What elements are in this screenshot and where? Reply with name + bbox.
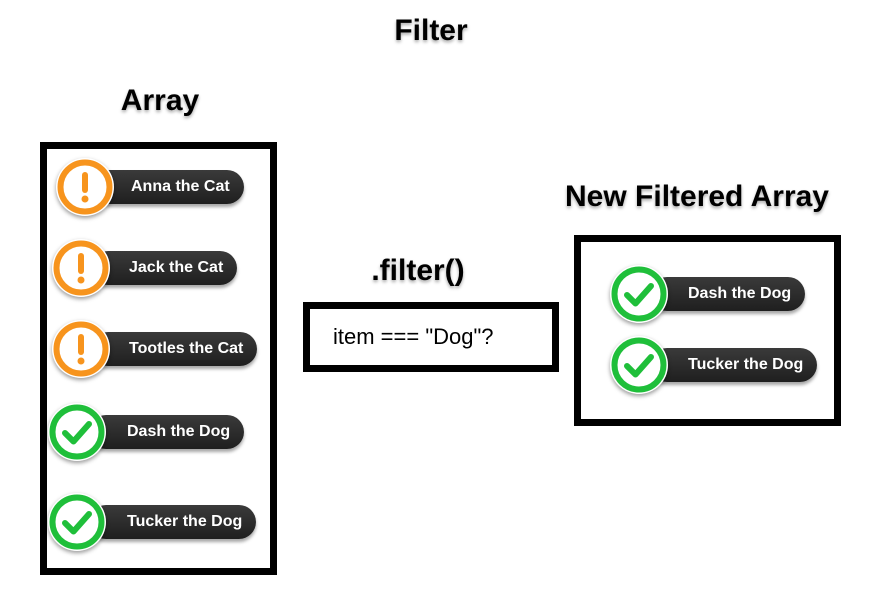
- checkmark-icon: [48, 403, 106, 461]
- checkmark-icon: [610, 336, 668, 394]
- exclamation-icon: [52, 320, 110, 378]
- item-label: Dash the Dog: [89, 415, 245, 449]
- page-title: Filter: [394, 14, 468, 47]
- filter-condition: item === "Dog"?: [333, 324, 494, 349]
- exclamation-icon: [56, 158, 114, 216]
- item-label: Tucker the Dog: [89, 505, 257, 539]
- item-label: Tucker the Dog: [650, 348, 818, 382]
- filter-condition-box: [303, 302, 559, 372]
- checkmark-icon: [610, 265, 668, 323]
- item-label: Anna the Cat: [93, 170, 244, 204]
- array-heading: Array: [120, 84, 200, 117]
- result-heading: New Filtered Array: [565, 180, 829, 213]
- checkmark-icon: [48, 493, 106, 551]
- result-box: [574, 235, 841, 426]
- exclamation-icon: [52, 239, 110, 297]
- filter-heading: .filter(): [371, 254, 465, 287]
- item-label: Jack the Cat: [91, 251, 238, 285]
- item-label: Dash the Dog: [650, 277, 806, 311]
- item-label: Tootles the Cat: [91, 332, 258, 366]
